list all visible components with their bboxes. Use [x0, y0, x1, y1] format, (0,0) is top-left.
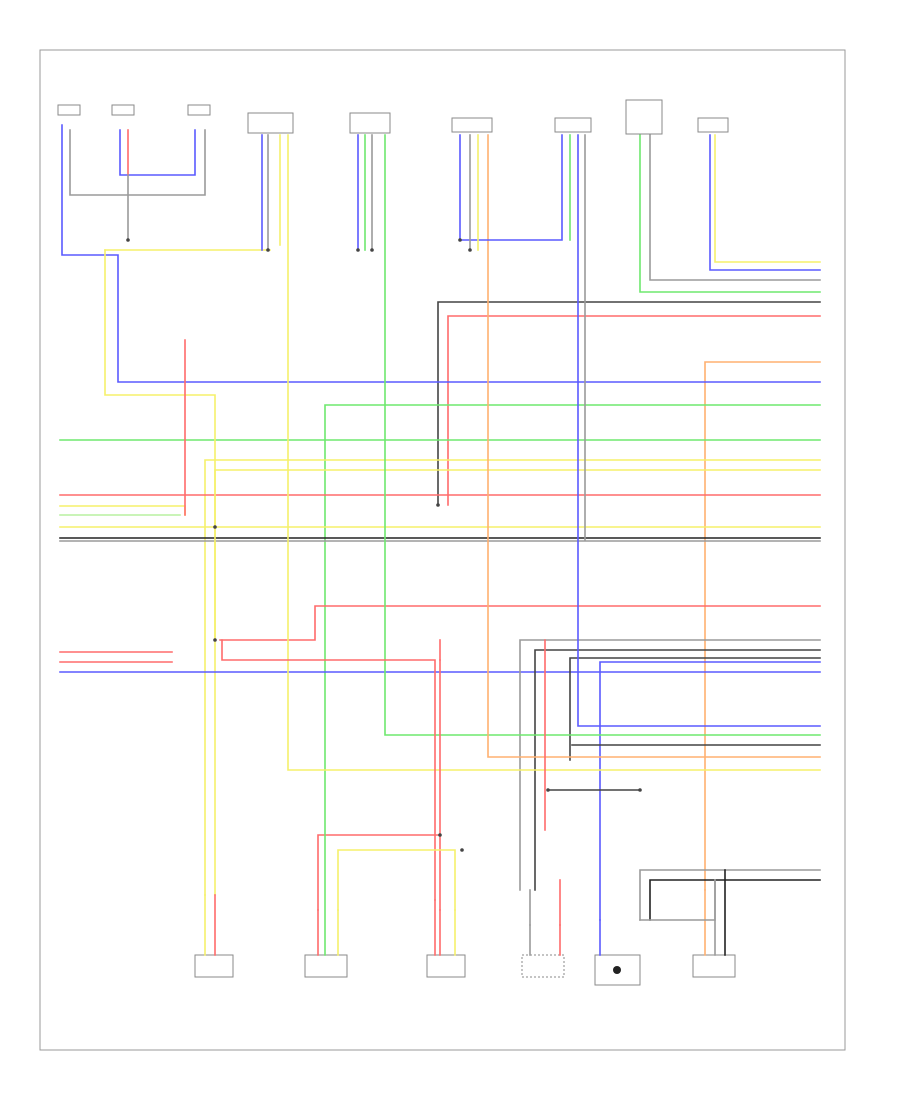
bottom-component-b5 [594, 954, 641, 986]
bottom-component-b2 [304, 954, 348, 978]
bottom-component-b4 [521, 954, 565, 978]
connector-pins [204, 834, 726, 956]
top-component-t8 [625, 99, 663, 135]
top-component-t4 [247, 112, 294, 134]
vertical-wires [69, 129, 586, 926]
splice-points [126, 238, 642, 852]
top-component-t1 [57, 104, 81, 116]
bottom-component-b6 [692, 954, 736, 978]
bottom-component-b1 [194, 954, 234, 978]
bottom-component-b3 [426, 954, 466, 978]
bottom-components [194, 954, 736, 986]
top-components [57, 99, 729, 135]
top-component-t9 [697, 117, 729, 133]
top-component-t5 [349, 112, 391, 134]
top-component-t2 [111, 104, 135, 116]
diagram-frame [39, 49, 846, 1051]
top-component-t7 [554, 117, 592, 133]
top-component-t6 [451, 117, 493, 133]
top-component-t3 [187, 104, 211, 116]
